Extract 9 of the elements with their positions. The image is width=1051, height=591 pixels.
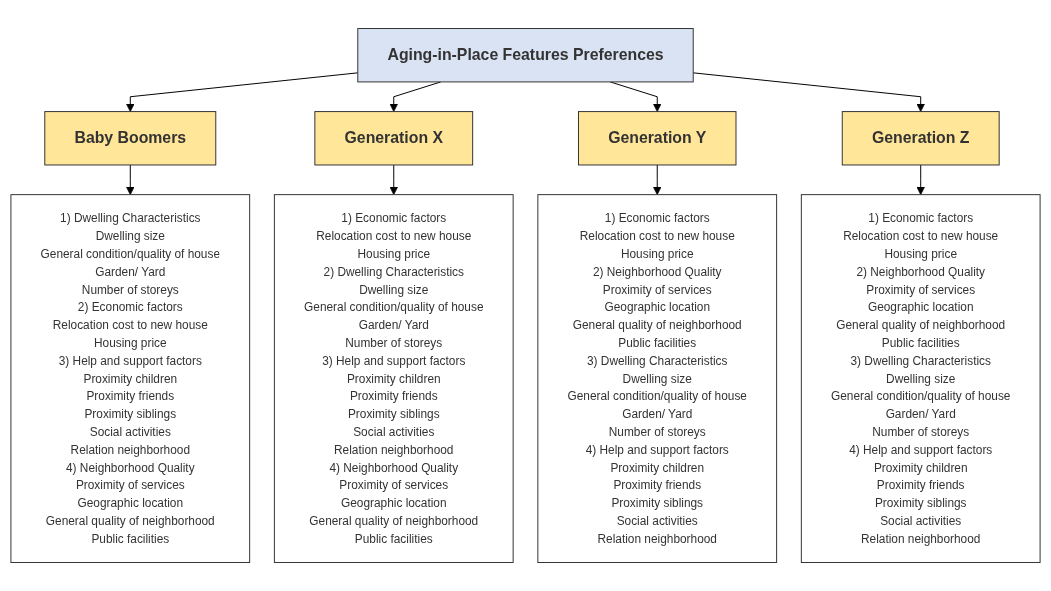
node-box: 1) Dwelling Characteristics Dwelling size General condition/quality of house Garden/ Yard Number of storeys 2) Economic factors Relocation cost to new house Housing price 3) Help and support factors Proximity children Proximity friends Proximity siblings Social activities Relation neighborhood 4) Neighborhood Quality Proximity of services Geographic location General quality of neighborhood Public facilities bbox=[10, 194, 251, 563]
node-box: Generation Y bbox=[578, 111, 737, 166]
node-box: Generation X bbox=[314, 111, 474, 166]
node-box: Generation Z bbox=[841, 111, 1000, 166]
node-box: Baby Boomers bbox=[44, 111, 217, 166]
node-box: Aging-in-Place Features Preferences bbox=[357, 28, 694, 83]
node-box: 1) Economic factors Relocation cost to new house Housing price 2) Neighborhood Quality Proximity of services Geographic location General quality of neighborhood Public facilities 3) Dwelling Characteristics Dwelling size General condition/quality of house Garden/ Yard Number of storeys 4) Help and support factors Proximity children Proximity friends Proximity siblings Social activities Relation neighborhood bbox=[537, 194, 778, 563]
node-box: 1) Economic factors Relocation cost to new house Housing price 2) Neighborhood Quality Proximity of services Geographic location General quality of neighborhood Public facilities 3) Dwelling Characteristics Dwelling size General condition/quality of house Garden/ Yard Number of storeys 4) Help and support factors Proximity children Proximity friends Proximity siblings Social activities Relation neighborhood bbox=[800, 194, 1041, 563]
node-box: 1) Economic factors Relocation cost to new house Housing price 2) Dwelling Characteristics Dwelling size General condition/quality of house Garden/ Yard Number of storeys 3) Help and support factors Proximity children Proximity friends Proximity siblings Social activities Relation neighborhood 4) Neighborhood Quality Proximity of services Geographic location General quality of neighborhood Public facilities bbox=[273, 194, 514, 563]
